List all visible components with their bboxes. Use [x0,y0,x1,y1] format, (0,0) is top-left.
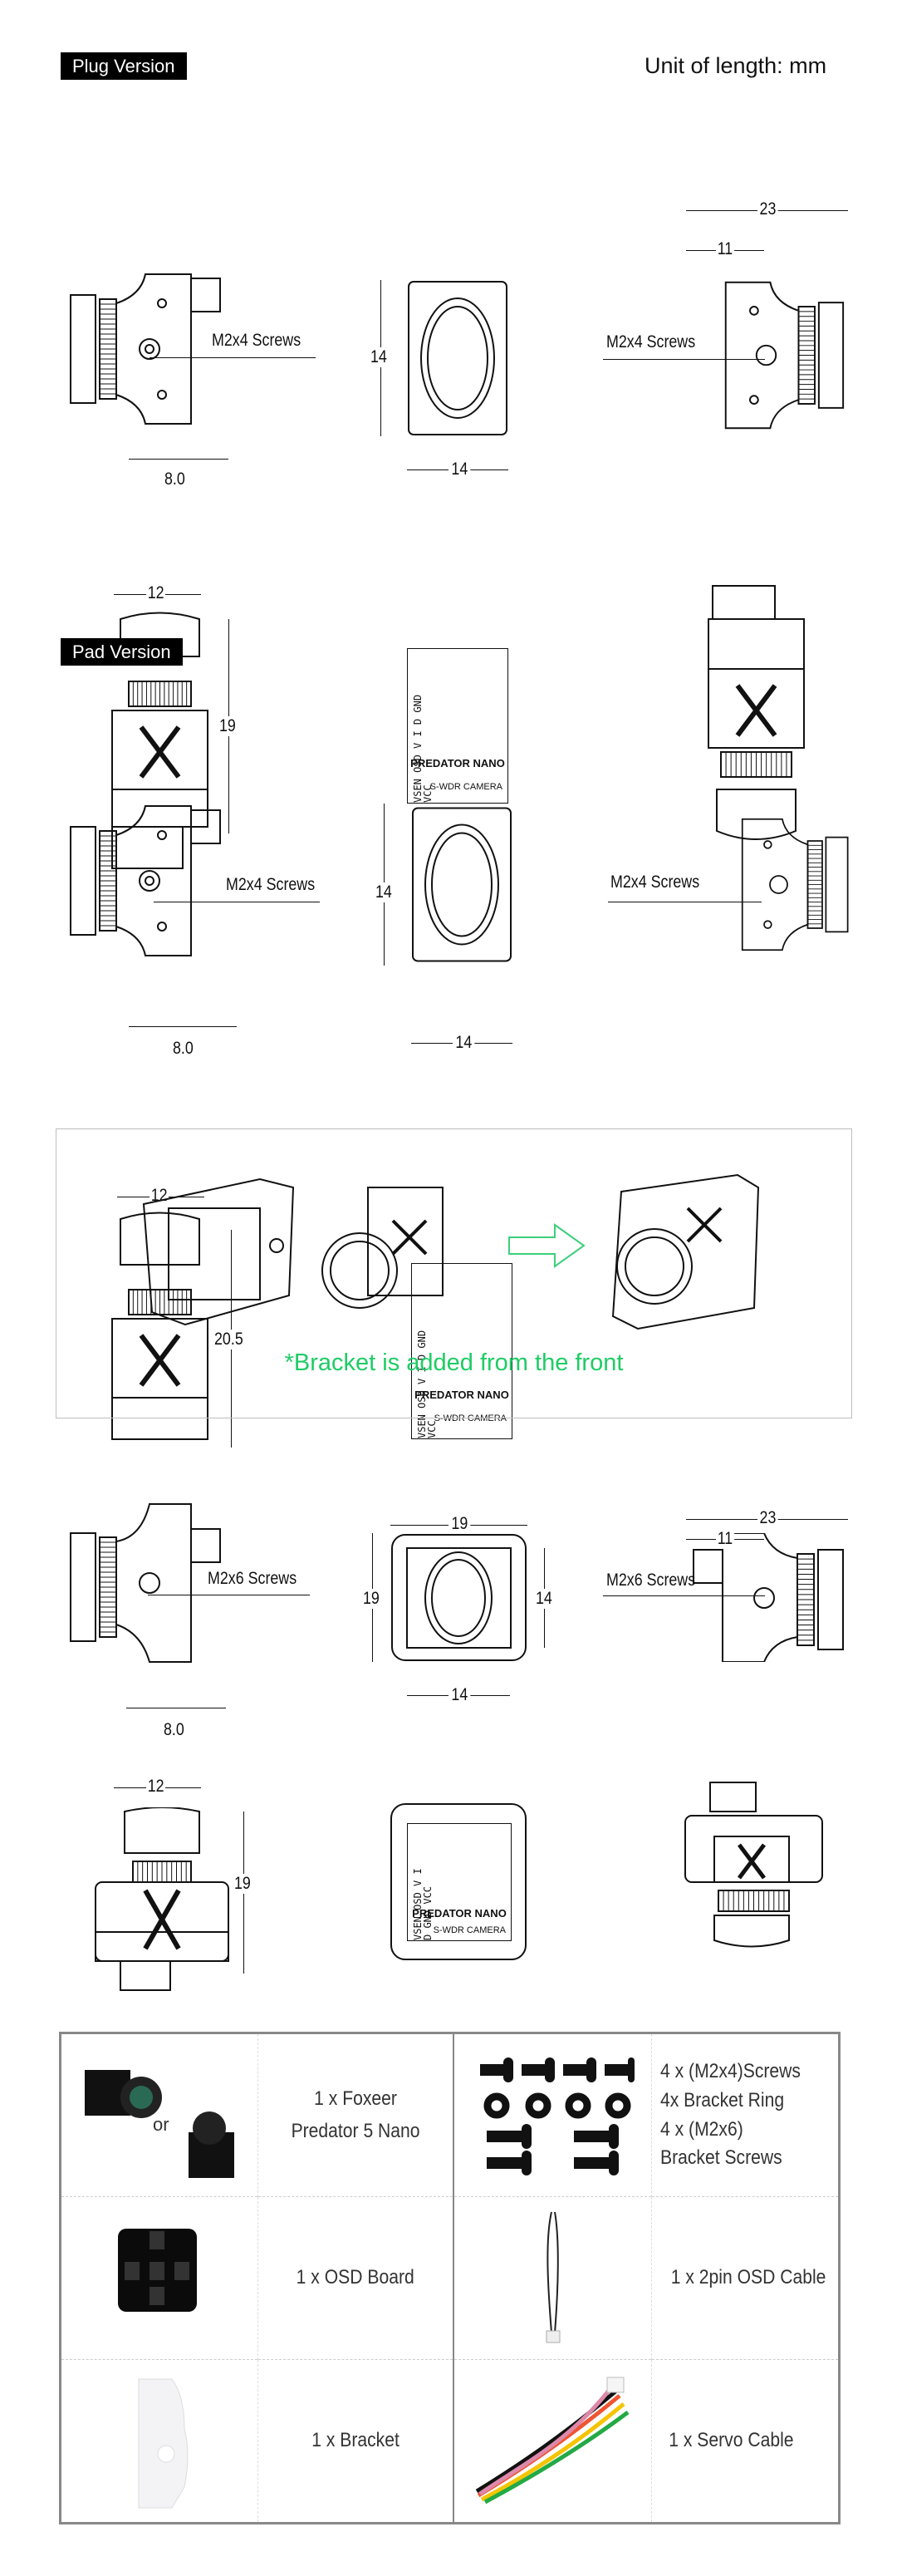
side-view-left-drawing [66,802,233,960]
item-label-cell: 1 x Bracket [257,2359,454,2524]
board-subtitle: S-WDR CAMERA [434,1413,507,1423]
servo-cable-photo-icon [475,2377,629,2504]
bracket-assembly-panel: *Bracket is added from the front [56,1128,852,1418]
screws-image-cell [453,2033,652,2197]
table-row: 1 x OSD Board 1 x 2pin OSD Cable [60,2196,840,2360]
dimension-label: 19 [363,1589,380,1609]
top-view-drawing [681,1778,826,1953]
dimension-label: 19 [448,1514,471,1534]
screws-label: M2x4 Screws [212,331,301,350]
item-name: 1 x Bracket [311,2429,399,2452]
bracket-drawing [135,1171,301,1329]
dimension-label: 11 [716,1529,734,1549]
screws-label: M2x6 Screws [606,1571,696,1590]
table-row: 1 x Bracket 1 x Servo Cable [60,2359,840,2524]
osd-cable-image-cell [453,2196,652,2360]
front-view-drawing [407,280,508,436]
item-name: 1 x 2pin OSD Cable [670,2266,826,2289]
item-name: 1 x Servo Cable [669,2429,794,2452]
osd-board-image-cell [60,2196,258,2360]
dimension-label: 12 [146,583,166,603]
board-subtitle: S-WDR CAMERA [429,782,502,792]
osd-cable-photo-icon [546,2211,560,2342]
bottom-view-drawing [91,1807,233,1994]
dimension-label: 23 [757,1508,778,1528]
side-view-right-drawing [685,274,847,436]
assembled-drawing [596,1167,762,1333]
camera-photo-icon [85,2069,234,2178]
side-view-right-drawing [685,1533,847,1662]
dimension-label: 14 [536,1589,552,1609]
unit-label: Unit of length: mm [645,53,827,78]
dimension-label: 14 [448,1685,471,1705]
dimension-label: 14 [375,882,392,902]
front-view-bracket-drawing [390,1533,527,1662]
dimension-label: 14 [453,1033,475,1053]
dimension-label: 8.0 [164,1720,184,1739]
screws-photo-icon [479,2057,635,2175]
dimension-label: 12 [146,1777,166,1797]
screws-label: M2x4 Screws [606,332,696,351]
label-board-bracket: VSEN OSD V I D GND VCC PREDATOR NANO S-W… [390,1803,527,1960]
pin-labels: VSEN OSD V I D GND VCC [412,1868,434,1940]
dimension-label: 14 [448,460,471,479]
screws-label: M2x6 Screws [208,1569,297,1588]
dimension-label: 19 [234,1874,251,1894]
bracket-photo-icon [138,2378,189,2508]
dimension-label: 20.5 [214,1330,243,1349]
servo-cable-image-cell [453,2359,652,2524]
camera-drawing [310,1171,459,1329]
bracket-image-cell [60,2359,258,2524]
plug-version-heading: Plug Version [61,52,187,80]
front-view-drawing [411,804,512,966]
side-view-left-drawing [66,270,233,428]
camera-image-cell: or [60,2033,258,2197]
item-label-cell: 1 x Servo Cable [651,2359,840,2524]
side-view-right-drawing [706,804,851,966]
bottom-view-drawing [108,1173,212,1443]
item-label-cell: 1 x 2pin OSD Cable [651,2196,840,2360]
dimension-label: 23 [757,199,778,219]
dimension-label: 14 [370,347,387,367]
bracket-note: *Bracket is added from the front [284,1349,624,1376]
board-model: PREDATOR NANO [412,1907,507,1920]
label-board: VSEN OSD V I D GND VCC PREDATOR NANO S-W… [411,1263,512,1439]
screws-label: M2x4 Screws [610,873,700,892]
board-model: PREDATOR NANO [410,757,505,769]
label-board: VSEN OSD V I D GND VCC PREDATOR NANO S-W… [407,648,508,804]
pad-version-heading: Pad Version [61,638,183,666]
item-label-cell: 1 x OSD Board [257,2196,454,2360]
bottom-view-drawing [108,611,212,873]
label-board: VSEN OSD V I D GND VCC PREDATOR NANO S-W… [407,1823,512,1941]
top-view-drawing [704,582,808,868]
board-model: PREDATOR NANO [414,1389,509,1401]
arrow-right-icon [505,1221,588,1271]
dimension-label: 8.0 [164,469,185,489]
board-subtitle: S-WDR CAMERA [433,1925,506,1935]
item-name: 1 x OSD Board [296,2266,415,2289]
or-label: or [153,2113,169,2135]
side-view-left-drawing [66,1500,233,1666]
dimension-label: 8.0 [173,1039,194,1058]
osd-board-photo-icon [118,2228,197,2312]
dimension-label: 11 [716,239,734,259]
dimension-label: 19 [219,716,236,736]
screws-label: M2x4 Screws [226,875,316,894]
